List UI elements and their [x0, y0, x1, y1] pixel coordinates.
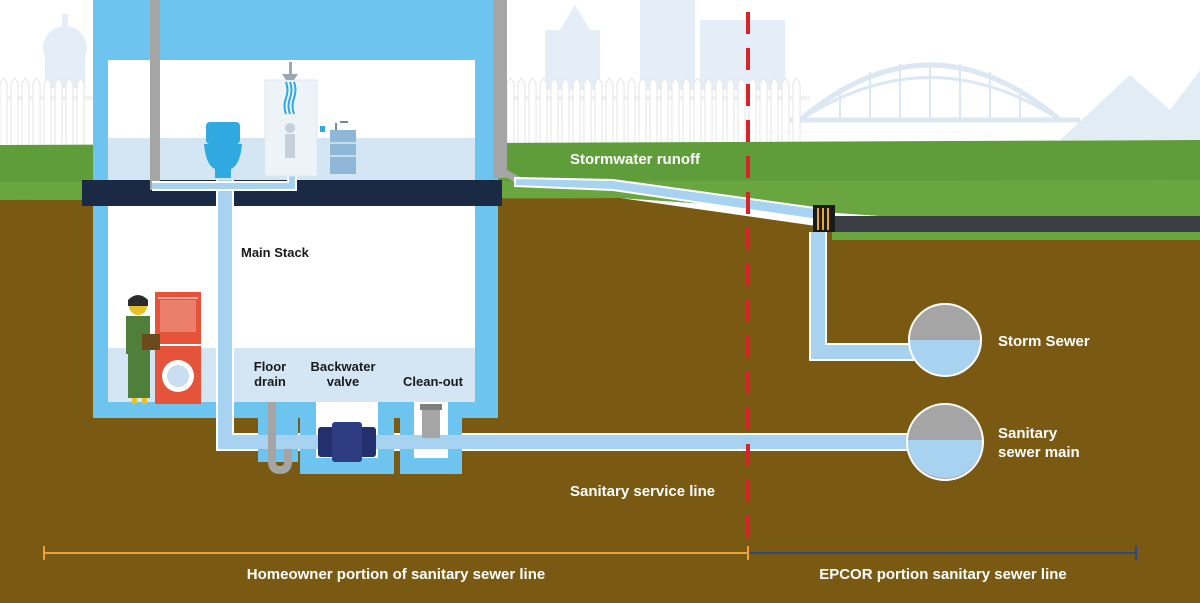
street: [832, 216, 1200, 232]
backwater-valve-label-line1: Backwater: [310, 359, 376, 374]
fence-picket: [0, 77, 8, 149]
homeowner-portion-label: Homeowner portion of sanitary sewer line: [246, 566, 546, 583]
sanitary-sewer-main-label-line2: sewer main: [998, 444, 1080, 461]
epcor-portion-bracket: [750, 546, 1137, 560]
fence-picket: [21, 77, 30, 149]
fence-picket: [737, 77, 746, 149]
vent-pipe: [150, 0, 160, 190]
service-pipe-run: [232, 435, 912, 449]
city-skyline: [43, 0, 785, 90]
fence-picket: [649, 77, 658, 149]
fence-picket: [682, 77, 691, 149]
fence-picket: [583, 77, 592, 149]
fence-picket: [506, 77, 515, 149]
fence-picket: [605, 77, 614, 149]
main-stack-label: Main Stack: [241, 245, 309, 260]
storm-sewer-pipe: [908, 303, 982, 377]
fence-picket: [660, 77, 669, 149]
fence-rail: [507, 96, 810, 100]
clean-out-pipe: [422, 408, 440, 438]
fence-picket: [65, 77, 74, 149]
picket-fence: [0, 77, 810, 149]
fence-picket: [748, 77, 757, 149]
fence-picket: [638, 77, 647, 149]
storm-sewer-label: Storm Sewer: [998, 333, 1090, 350]
vanity-icon: [320, 121, 356, 174]
fence-picket: [32, 77, 41, 149]
backwater-valve-label-line2: valve: [326, 374, 360, 389]
fence-picket: [43, 77, 52, 149]
fence-picket: [539, 77, 548, 149]
fence-picket: [715, 77, 724, 149]
fence-picket: [693, 77, 702, 149]
homeowner-figure-icon: [126, 295, 160, 404]
epcor-portion-label: EPCOR portion sanitary sewer line: [819, 566, 1067, 583]
floor-drain-label-line1: Floor: [253, 359, 287, 374]
fence-picket: [54, 77, 63, 149]
fence-picket: [517, 77, 526, 149]
backwater-valve-cap: [332, 422, 362, 462]
sanitary-sewer-main-label-line1: Sanitary: [998, 425, 1058, 442]
fence-picket: [561, 77, 570, 149]
floor-drain-label-line2: drain: [254, 374, 286, 389]
fence-picket: [594, 77, 603, 149]
clean-out-label: Clean-out: [403, 374, 463, 389]
catch-basin-bars: [817, 208, 829, 230]
bridge-hangers: [839, 62, 1021, 120]
stormwater-runoff-label: Stormwater runoff: [570, 151, 701, 168]
fence-picket: [792, 77, 801, 149]
street-verge: [832, 232, 1200, 240]
floor-drain-trap: [268, 402, 292, 475]
fence-picket: [759, 77, 768, 149]
sanitary-service-line-label: Sanitary service line: [570, 483, 716, 500]
fence-picket: [572, 77, 581, 149]
homeowner-portion-bracket: [43, 546, 749, 560]
mountains: [1060, 70, 1200, 140]
fence-picket: [671, 77, 680, 149]
fence-picket: [528, 77, 537, 149]
fence-picket: [616, 77, 625, 149]
fence-picket: [10, 77, 19, 149]
washer-dryer-icon: [155, 292, 201, 404]
fence-picket: [726, 77, 735, 149]
sanitary-sewer-main-label: Sanitary sewer main: [998, 424, 1080, 462]
sanitary-sewer-main-pipe: [906, 403, 984, 481]
floor-drain-label: Floor drain: [246, 359, 294, 389]
clean-out-cap: [420, 404, 442, 410]
downspout: [493, 0, 507, 178]
fence-picket: [627, 77, 636, 149]
fence-picket: [781, 77, 790, 149]
fence-picket: [550, 77, 559, 149]
fence-picket: [76, 77, 85, 149]
toilet-icon: [204, 122, 242, 178]
fence-picket: [770, 77, 779, 149]
backwater-valve-label: Backwater valve: [303, 359, 383, 389]
fence-picket: [704, 77, 713, 149]
shower-icon: [264, 62, 318, 177]
storm-drop-pipe: [811, 232, 914, 359]
